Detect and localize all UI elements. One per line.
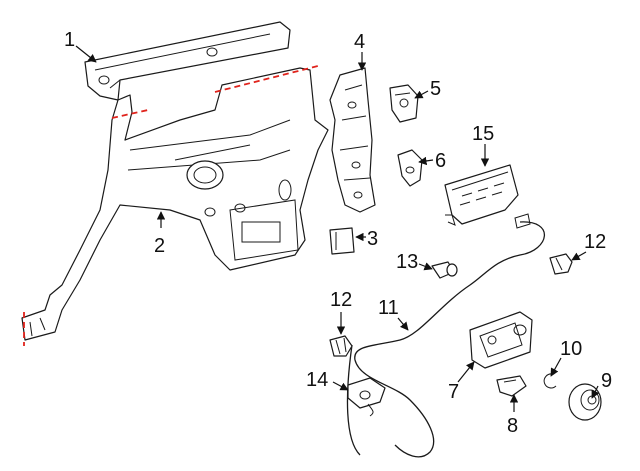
part-4-pillar-brace bbox=[329, 67, 376, 213]
callout-7: 7 bbox=[448, 381, 459, 403]
part-2-quarter-panel bbox=[21, 67, 329, 341]
callout-13: 13 bbox=[396, 251, 418, 273]
callout-5: 5 bbox=[430, 78, 441, 100]
part-6-bracket bbox=[397, 149, 423, 187]
part-12-clip-left bbox=[329, 335, 353, 357]
part-7-fuel-door-housing bbox=[469, 311, 533, 369]
callout-4: 4 bbox=[354, 31, 365, 53]
callout-8: 8 bbox=[507, 415, 518, 437]
callout-3: 3 bbox=[367, 228, 378, 250]
callout-6: 6 bbox=[435, 150, 446, 172]
part-11-release-cable bbox=[346, 213, 546, 458]
callout-2: 2 bbox=[154, 235, 165, 257]
part-10-ring bbox=[543, 373, 557, 389]
leader-lines bbox=[75, 45, 600, 412]
part-3-pad bbox=[329, 227, 355, 255]
part-5-bracket bbox=[389, 84, 419, 123]
callout-11: 11 bbox=[378, 297, 399, 319]
part-1-upper-rail bbox=[84, 21, 291, 101]
callout-labels: 1 2 3 4 5 6 7 8 9 10 11 12 12 13 14 15 bbox=[64, 29, 612, 437]
part-8-bracket bbox=[496, 375, 527, 397]
callout-10: 10 bbox=[560, 338, 582, 360]
callout-14: 14 bbox=[306, 369, 328, 391]
part-14-actuator bbox=[347, 377, 386, 417]
callout-9: 9 bbox=[601, 370, 612, 392]
callout-12-right: 12 bbox=[584, 231, 606, 253]
part-15-vent-panel bbox=[444, 164, 519, 226]
callout-1: 1 bbox=[64, 29, 75, 51]
cut-lines bbox=[23, 65, 319, 346]
part-12-clip-right bbox=[549, 253, 573, 275]
callout-12-left: 12 bbox=[330, 289, 352, 311]
callout-15: 15 bbox=[472, 123, 494, 145]
part-13-clip bbox=[431, 261, 458, 279]
